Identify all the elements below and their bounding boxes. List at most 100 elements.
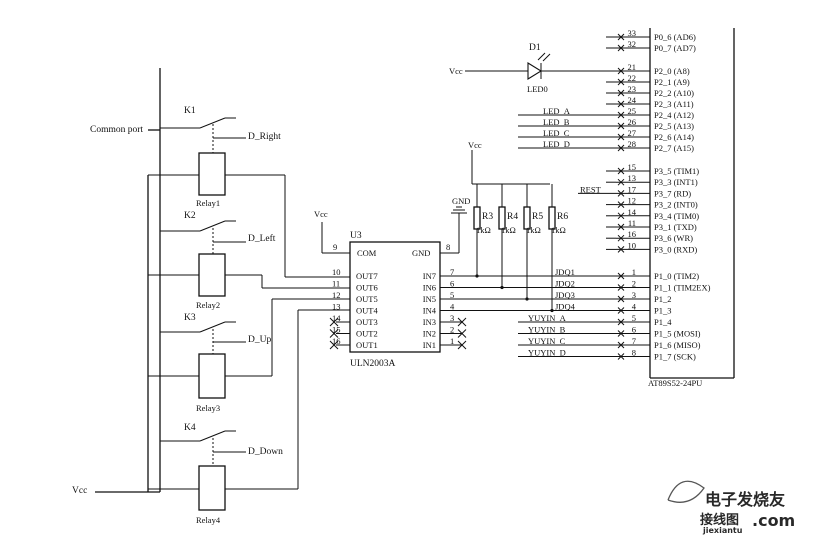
net-led-b-label: LED_B xyxy=(543,117,570,127)
mcu-pin-12-num: 12 xyxy=(628,196,637,206)
uln-pin-15-name: OUT2 xyxy=(356,329,378,339)
relay-2-coil xyxy=(198,253,226,297)
mcu-pin-24-num: 24 xyxy=(628,95,637,105)
mcu-pin-16-name: P3_6 (WR) xyxy=(654,233,693,243)
uln-pin-2-name: IN2 xyxy=(423,329,436,339)
mcu-pin-5-num: 5 xyxy=(632,313,636,323)
mcu-pin-14-name: P3_4 (TIM0) xyxy=(654,211,699,221)
relay-1-label: Relay1 xyxy=(196,198,220,208)
uln-pin-3-name: IN3 xyxy=(423,317,436,327)
net-led-c-label: LED_C xyxy=(543,128,570,138)
mcu-pin-27-num: 27 xyxy=(628,128,637,138)
relay-3-output-label: D_Up xyxy=(248,335,271,345)
mcu-pin-14-num: 14 xyxy=(628,207,637,217)
led-ref-label: D1 xyxy=(529,43,541,53)
resistor-r4-value: 1kΩ xyxy=(501,225,516,235)
uln-pin-13-name: OUT4 xyxy=(356,306,378,316)
mcu-pin-28-name: P2_7 (A15) xyxy=(654,143,694,153)
mcu-pin-23-num: 23 xyxy=(628,84,637,94)
mcu-pin-1-name: P1_0 (TIM2) xyxy=(654,271,699,281)
uln-pin-5-name: IN5 xyxy=(423,294,436,304)
net-jdq4-label: JDQ4 xyxy=(555,302,576,312)
resistor-r4-ref: R4 xyxy=(507,212,518,222)
uln-pin-11-name: OUT6 xyxy=(356,283,378,293)
relay-vcc-label: Vcc xyxy=(72,486,87,496)
mcu-pin-13-name: P3_3 (INT1) xyxy=(654,177,698,187)
resistor-r3-value: 1kΩ xyxy=(476,225,491,235)
watermark-site: jiexiantu xyxy=(702,526,743,535)
uln-pin-16-num: 16 xyxy=(332,336,341,346)
uln-pin-7-name: IN7 xyxy=(423,271,436,281)
uln-pin-12-name: OUT5 xyxy=(356,294,378,304)
uln-pin-5-num: 5 xyxy=(450,290,454,300)
mcu-pin-2-name: P1_1 (TIM2EX) xyxy=(654,283,711,293)
uln-pin-4-name: IN4 xyxy=(423,306,437,316)
mcu-pin-8-num: 8 xyxy=(632,348,636,358)
led-diode-icon xyxy=(527,62,543,80)
uln-pin-6-num: 6 xyxy=(450,279,454,289)
uln-vcc-label: Vcc xyxy=(314,209,328,219)
uln-pin-11-num: 11 xyxy=(332,279,340,289)
mcu-part-label: AT89S52-24PU xyxy=(648,378,702,388)
mcu-pin-6-name: P1_5 (MOSI) xyxy=(654,329,701,339)
relay-section: Common port Vcc K1 D_Right Relay1 K2 xyxy=(72,68,350,525)
relay-4-output-label: D_Down xyxy=(248,447,283,457)
net-led-d-label: LED_D xyxy=(543,139,570,149)
resistor-r5-ref: R5 xyxy=(532,212,543,222)
uln-gnd-pin: GND xyxy=(412,248,430,258)
relay-4-coil xyxy=(198,465,226,511)
relay-1: K1 D_Right Relay1 xyxy=(148,106,350,278)
watermark-logo-icon xyxy=(667,480,705,503)
uln-com-num: 9 xyxy=(333,242,337,252)
mcu-pin-15-num: 15 xyxy=(628,162,637,172)
resistor-r6-ref: R6 xyxy=(557,212,568,222)
relay-2-label: Relay2 xyxy=(196,300,220,310)
led-name-label: LED0 xyxy=(527,84,548,94)
mcu-pin-24-name: P2_3 (A11) xyxy=(654,99,694,109)
uln-pin-13-num: 13 xyxy=(332,302,341,312)
mcu-pin-5-name: P1_4 xyxy=(654,317,672,327)
uln-part-label: ULN2003A xyxy=(350,359,396,369)
net-yuyin-c-label: YUYIN_C xyxy=(528,336,566,346)
mcu-pin-26-num: 26 xyxy=(628,117,637,127)
mcu-pin-21-num: 21 xyxy=(628,62,637,72)
net-jdq3-label: JDQ3 xyxy=(555,290,575,300)
net-jdq1-label: JDQ1 xyxy=(555,267,575,277)
mcu-pin-22-name: P2_1 (A9) xyxy=(654,77,690,87)
mcu-pin-4-name: P1_3 xyxy=(654,306,671,316)
uln-pin-1-name: IN1 xyxy=(423,340,436,350)
mcu-pin-28-num: 28 xyxy=(628,139,637,149)
net-yuyin-a-label: YUYIN_A xyxy=(528,313,567,323)
common-port-label: Common port xyxy=(90,125,143,135)
mcu-pin-10-name: P3_0 (RXD) xyxy=(654,244,697,254)
relay-1-coil xyxy=(198,152,226,196)
mcu-pin-1-num: 1 xyxy=(632,267,636,277)
uln-pin-7-num: 7 xyxy=(450,267,454,277)
led-vcc-label: Vcc xyxy=(449,66,463,76)
resistor-r6-value: 1kΩ xyxy=(551,225,566,235)
uln-pin-14-num: 14 xyxy=(332,313,341,323)
mcu-pin-7-num: 7 xyxy=(632,336,636,346)
uln-gnd-label: GND xyxy=(452,196,470,206)
mcu-pin-12-name: P3_2 (INT0) xyxy=(654,200,698,210)
mcu-pin-3-num: 3 xyxy=(632,290,636,300)
mcu-pin-33-name: P0_6 (AD6) xyxy=(654,32,696,42)
mcu-pin-2-num: 2 xyxy=(632,279,636,289)
resistor-r3-ref: R3 xyxy=(482,212,493,222)
mcu-pin-10-num: 10 xyxy=(628,240,637,250)
uln-com-pin: COM xyxy=(357,248,377,258)
uln-gnd-num: 8 xyxy=(446,242,450,252)
mcu-pin-3-name: P1_2 xyxy=(654,294,671,304)
mcu-pin-22-num: 22 xyxy=(628,73,637,83)
mcu-pin-17-num: 17 xyxy=(628,184,637,194)
relay-3-switch-label: K3 xyxy=(184,313,196,323)
net-led-a-label: LED_A xyxy=(543,106,571,116)
relay-2-switch-label: K2 xyxy=(184,211,196,221)
mcu-pin-32-name: P0_7 (AD7) xyxy=(654,43,696,53)
mcu-pin-4-num: 4 xyxy=(632,302,637,312)
mcu-pin-25-num: 25 xyxy=(628,106,637,116)
